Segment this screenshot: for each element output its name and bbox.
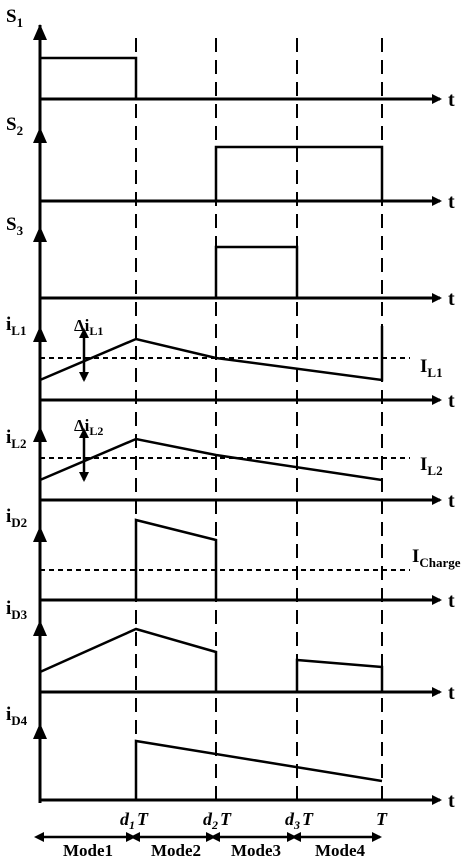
t-label-id3: t xyxy=(448,682,455,704)
waveform-il2 xyxy=(39,437,383,482)
mode-label-2: Mode2 xyxy=(151,841,201,859)
mode-label-4: Mode4 xyxy=(315,841,366,859)
ripple-label-il2: ΔiL2 xyxy=(74,416,103,438)
mode-label-3: Mode3 xyxy=(231,841,281,859)
axis-arrowhead-id4 xyxy=(33,723,47,739)
t-label-s1: t xyxy=(448,89,455,111)
t-label-s2: t xyxy=(448,191,455,213)
waveform-s2 xyxy=(214,145,384,201)
level-label-charge: ICharge xyxy=(412,546,461,570)
axis-arrowhead-s3 xyxy=(33,226,47,242)
channel-labels: S1 S2 S3 iL1 iL2 iD2 iD3 iD4 xyxy=(6,6,28,728)
axis-arrowhead-il1 xyxy=(33,326,47,342)
channel-label-il1: iL1 xyxy=(6,314,26,338)
axis-arrowhead-s2 xyxy=(33,127,47,143)
time-axis-labels: t t t t t t t t xyxy=(448,89,455,812)
channel-label-s3: S3 xyxy=(6,214,24,238)
t-label-id4: t xyxy=(448,790,455,812)
waveform-s1 xyxy=(40,56,138,99)
channel-label-id4: iD4 xyxy=(6,704,28,728)
time-axes xyxy=(40,94,442,805)
waveform-id3-second xyxy=(295,658,384,692)
ripple-label-il1: ΔiL1 xyxy=(74,316,103,338)
channel-label-id2: iD2 xyxy=(6,506,27,530)
level-label-il2: IL2 xyxy=(420,454,443,478)
mode-label-1: Mode1 xyxy=(63,841,113,859)
waveform-id2 xyxy=(134,518,218,600)
axis-arrowhead-il2 xyxy=(33,426,47,442)
axis-arrowhead-s1 xyxy=(33,24,47,40)
channel-label-s1: S1 xyxy=(6,6,23,30)
waveform-id4 xyxy=(134,739,383,800)
level-label-il1: IL1 xyxy=(420,356,443,380)
channel-label-il2: iL2 xyxy=(6,427,26,451)
axis-arrowhead-id3 xyxy=(33,620,47,636)
time-mark-T: T xyxy=(376,809,388,829)
channel-label-s2: S2 xyxy=(6,114,23,138)
waveform-id3 xyxy=(39,627,218,692)
waveform-s3 xyxy=(214,245,299,298)
t-label-il2: t xyxy=(448,490,455,512)
t-label-s3: t xyxy=(448,288,455,310)
channel-axis-arrowheads xyxy=(33,24,47,739)
mode-labels: Mode1 Mode2 Mode3 Mode4 xyxy=(63,841,366,859)
channel-label-id3: iD3 xyxy=(6,598,28,622)
axis-arrowhead-id2 xyxy=(33,526,47,542)
t-label-id2: t xyxy=(448,590,455,612)
t-label-il1: t xyxy=(448,390,455,412)
average-level-lines xyxy=(40,357,410,571)
